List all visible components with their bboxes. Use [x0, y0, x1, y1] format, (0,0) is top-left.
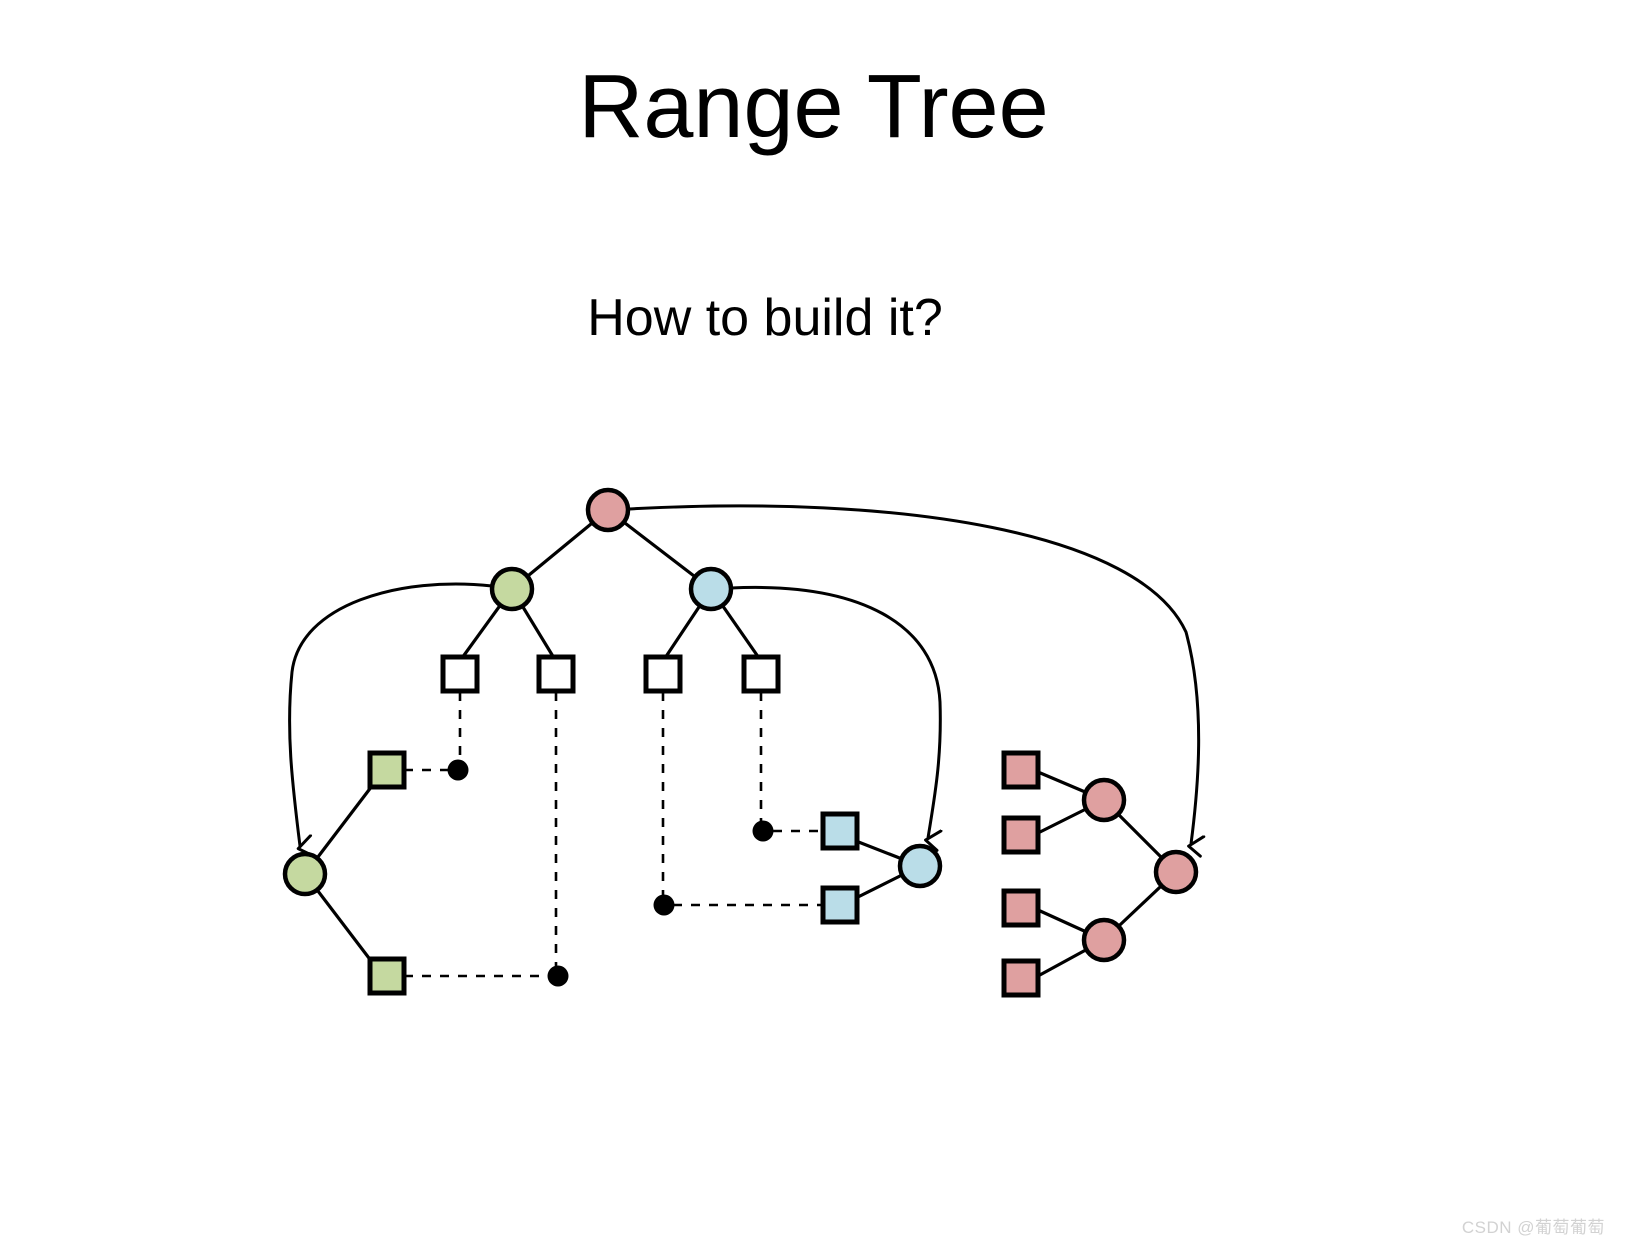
node-right-blue[interactable]: [688, 566, 734, 612]
dashed-leaf1-to-green-dot: [449, 692, 462, 772]
main-tree-nodes: [440, 487, 781, 694]
red-subtree-nodes: [1001, 750, 1199, 998]
red-square-1[interactable]: [1001, 750, 1041, 790]
arrow-blue-pointer: [730, 585, 940, 838]
green-square-bottom[interactable]: [367, 956, 407, 996]
green-square-top[interactable]: [367, 750, 407, 790]
blue-dot-top: [752, 820, 774, 842]
blue-square-bottom[interactable]: [820, 885, 860, 925]
blue-subtree-nodes: [653, 811, 943, 925]
blue-subtree-root[interactable]: [897, 843, 943, 889]
node-leaf-1[interactable]: [440, 654, 480, 694]
node-leaf-4[interactable]: [741, 654, 781, 694]
node-root-red[interactable]: [585, 487, 631, 533]
blue-square-top[interactable]: [820, 811, 860, 851]
green-subtree-root[interactable]: [282, 851, 328, 897]
green-dot-top: [447, 759, 469, 781]
node-leaf-3[interactable]: [643, 654, 683, 694]
arrow-green-pointer: [288, 582, 493, 846]
green-dot-bottom: [547, 965, 569, 987]
pointer-arrows: [288, 504, 1199, 846]
page-title: Range Tree: [578, 57, 1049, 157]
red-mid-top[interactable]: [1081, 777, 1127, 823]
node-leaf-2[interactable]: [536, 654, 576, 694]
red-square-3[interactable]: [1001, 888, 1041, 928]
page-subtitle: How to build it?: [587, 289, 943, 347]
red-square-2[interactable]: [1001, 815, 1041, 855]
csdn-watermark: CSDN @葡萄葡萄: [1461, 1218, 1605, 1237]
node-left-green[interactable]: [489, 566, 535, 612]
arrow-red-pointer: [627, 504, 1199, 844]
red-mid-bottom[interactable]: [1081, 917, 1127, 963]
green-subtree-nodes: [282, 750, 569, 996]
red-subtree-root[interactable]: [1153, 849, 1199, 895]
red-square-4[interactable]: [1001, 958, 1041, 998]
blue-dot-bottom: [653, 894, 675, 916]
